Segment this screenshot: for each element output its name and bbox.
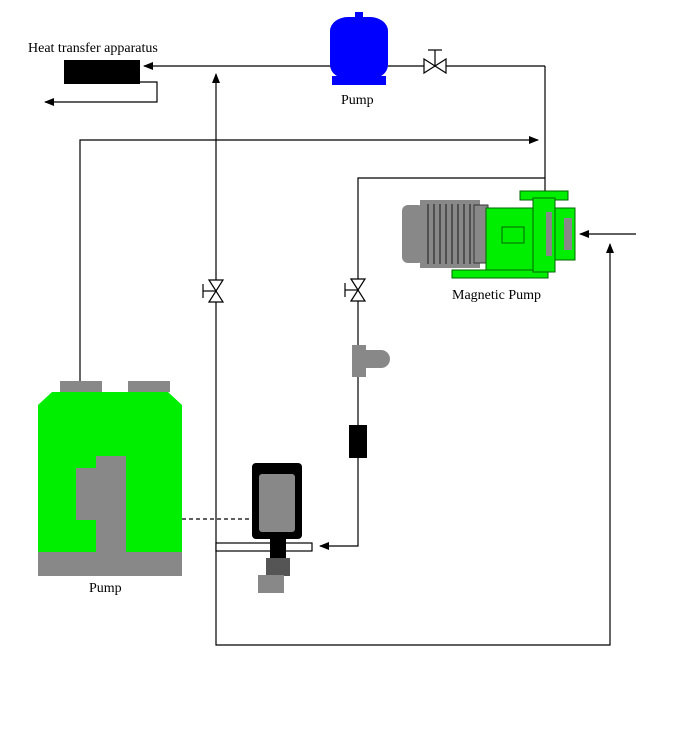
valve-bypass[interactable] [344, 278, 367, 302]
pipe-heat-transfer-return [44, 81, 158, 106]
flow-meter [349, 425, 367, 458]
pipe-meter-to-mixer [319, 458, 359, 550]
pipe-bottom-loop [215, 243, 614, 646]
tank-pump-label: Pump [89, 581, 122, 596]
tank [38, 381, 182, 576]
magnetic-pump-label: Magnetic Pump [452, 288, 541, 303]
pipe-tank-to-magnetic-pump [79, 136, 539, 383]
heat-transfer-apparatus [64, 60, 140, 84]
magnetic-pump [402, 190, 576, 279]
pipe-bypass-line [357, 177, 545, 280]
top-pump [330, 12, 388, 85]
pipes [44, 62, 636, 646]
heat-transfer-label: Heat transfer apparatus [28, 41, 158, 56]
valve-left[interactable] [202, 279, 225, 303]
mixer-unit [215, 463, 313, 593]
top-pump-label: Pump [341, 93, 374, 108]
valve-top[interactable] [423, 49, 447, 75]
strainer [352, 345, 390, 377]
